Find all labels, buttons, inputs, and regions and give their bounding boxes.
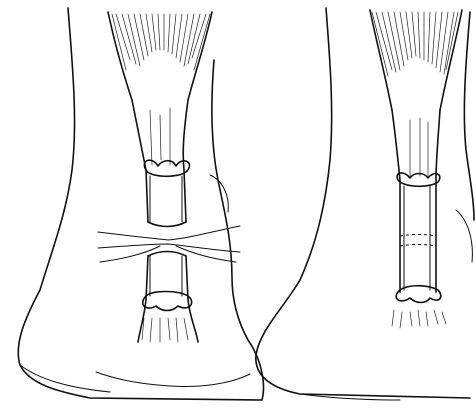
right-ankle-bone — [456, 210, 472, 262]
right-repaired-tendon — [392, 110, 440, 292]
right-repair-line — [400, 235, 436, 247]
left-sole-line — [20, 365, 110, 392]
left-proximal-stump-end — [148, 222, 186, 227]
left-panel — [18, 8, 263, 400]
left-suture-strands — [98, 226, 240, 262]
left-distal-tendon — [138, 256, 198, 342]
right-insertion-fibers — [392, 310, 446, 328]
left-muscle-hatching — [108, 12, 212, 100]
left-distal-stump-end — [148, 252, 186, 257]
right-upper-suture-loop — [397, 173, 440, 186]
left-leg-outline-icon — [18, 8, 263, 400]
left-ankle-bone — [210, 175, 228, 212]
left-insertion-fibers — [142, 318, 188, 342]
left-heel-curve — [96, 372, 250, 387]
left-lower-suture-loop — [143, 292, 192, 311]
right-leg-outline-icon — [256, 8, 470, 398]
right-muscle-hatching — [370, 10, 462, 110]
right-panel — [256, 8, 474, 400]
right-lower-suture-loop — [396, 286, 441, 303]
